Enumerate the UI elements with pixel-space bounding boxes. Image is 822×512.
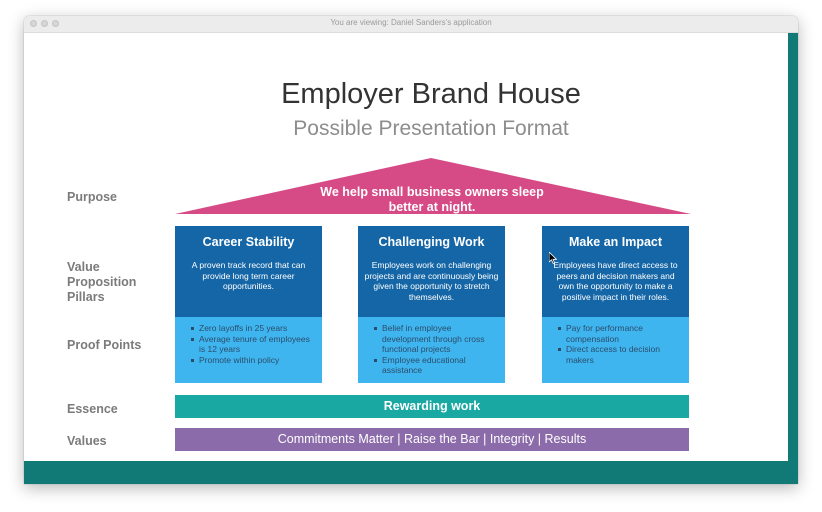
window-titlebar: You are viewing: Daniel Sanders's applic… (24, 16, 798, 33)
pillar-challenging-work: Challenging Work Employees work on chall… (358, 226, 505, 383)
purpose-line2: better at night. (388, 200, 476, 214)
pillar-proof-points: Belief in employee development through c… (358, 317, 505, 383)
purpose-line1: We help small business owners sleep (320, 185, 544, 199)
proof-point: Belief in employee development through c… (374, 323, 497, 355)
minimize-dot-icon[interactable] (41, 20, 48, 27)
mouse-cursor-icon (549, 252, 557, 264)
teal-frame-bottom (24, 461, 798, 484)
values-bar: Commitments Matter | Raise the Bar | Int… (175, 428, 689, 451)
proof-point: Zero layoffs in 25 years (191, 323, 314, 334)
proof-point: Average tenure of employees is 12 years (191, 334, 314, 355)
pillar-proof-points: Pay for performance compensation Direct … (542, 317, 689, 383)
values-label: Values (67, 434, 107, 448)
value-pillars-label-line2: Proposition (67, 275, 137, 289)
zoom-dot-icon[interactable] (52, 20, 59, 27)
value-pillars-label: Value Proposition Pillars (67, 260, 136, 305)
purpose-statement: We help small business owners sleep bett… (284, 185, 580, 215)
value-pillars-label-line3: Pillars (67, 290, 105, 304)
proof-point: Direct access to decision makers (558, 344, 681, 365)
pillar-header: Career Stability A proven track record t… (175, 226, 322, 317)
slide-subtitle: Possible Presentation Format (293, 117, 569, 140)
teal-frame-right (788, 33, 798, 484)
pillar-make-an-impact: Make an Impact Employees have direct acc… (542, 226, 689, 383)
pillar-career-stability: Career Stability A proven track record t… (175, 226, 322, 383)
purpose-roof (175, 158, 691, 214)
viewer-window: You are viewing: Daniel Sanders's applic… (24, 16, 798, 484)
pillar-header: Challenging Work Employees work on chall… (358, 226, 505, 317)
proof-point: Employee educational assistance (374, 355, 497, 376)
pillar-description: Employees have direct access to peers an… (553, 260, 678, 302)
proof-point: Pay for performance compensation (558, 323, 681, 344)
proof-points-label: Proof Points (67, 338, 142, 352)
pillar-header: Make an Impact Employees have direct acc… (542, 226, 689, 317)
slide-title: Employer Brand House (281, 78, 581, 110)
pillar-description: A proven track record that can provide l… (191, 260, 306, 291)
purpose-label: Purpose (67, 190, 118, 204)
essence-bar: Rewarding work (175, 395, 689, 418)
pillar-title: Challenging Work (378, 235, 485, 249)
pillar-proof-points: Zero layoffs in 25 years Average tenure … (175, 317, 322, 383)
window-title: You are viewing: Daniel Sanders's applic… (330, 18, 492, 27)
pillar-description: Employees work on challenging projects a… (364, 260, 499, 302)
pillar-title: Make an Impact (568, 235, 663, 249)
presentation-slide: Employer Brand House Possible Presentati… (24, 33, 798, 484)
close-dot-icon[interactable] (30, 20, 37, 27)
essence-label: Essence (67, 402, 118, 416)
value-pillars-label-line1: Value (67, 260, 100, 274)
proof-point: Promote within policy (191, 355, 314, 366)
pillar-title: Career Stability (202, 235, 295, 249)
